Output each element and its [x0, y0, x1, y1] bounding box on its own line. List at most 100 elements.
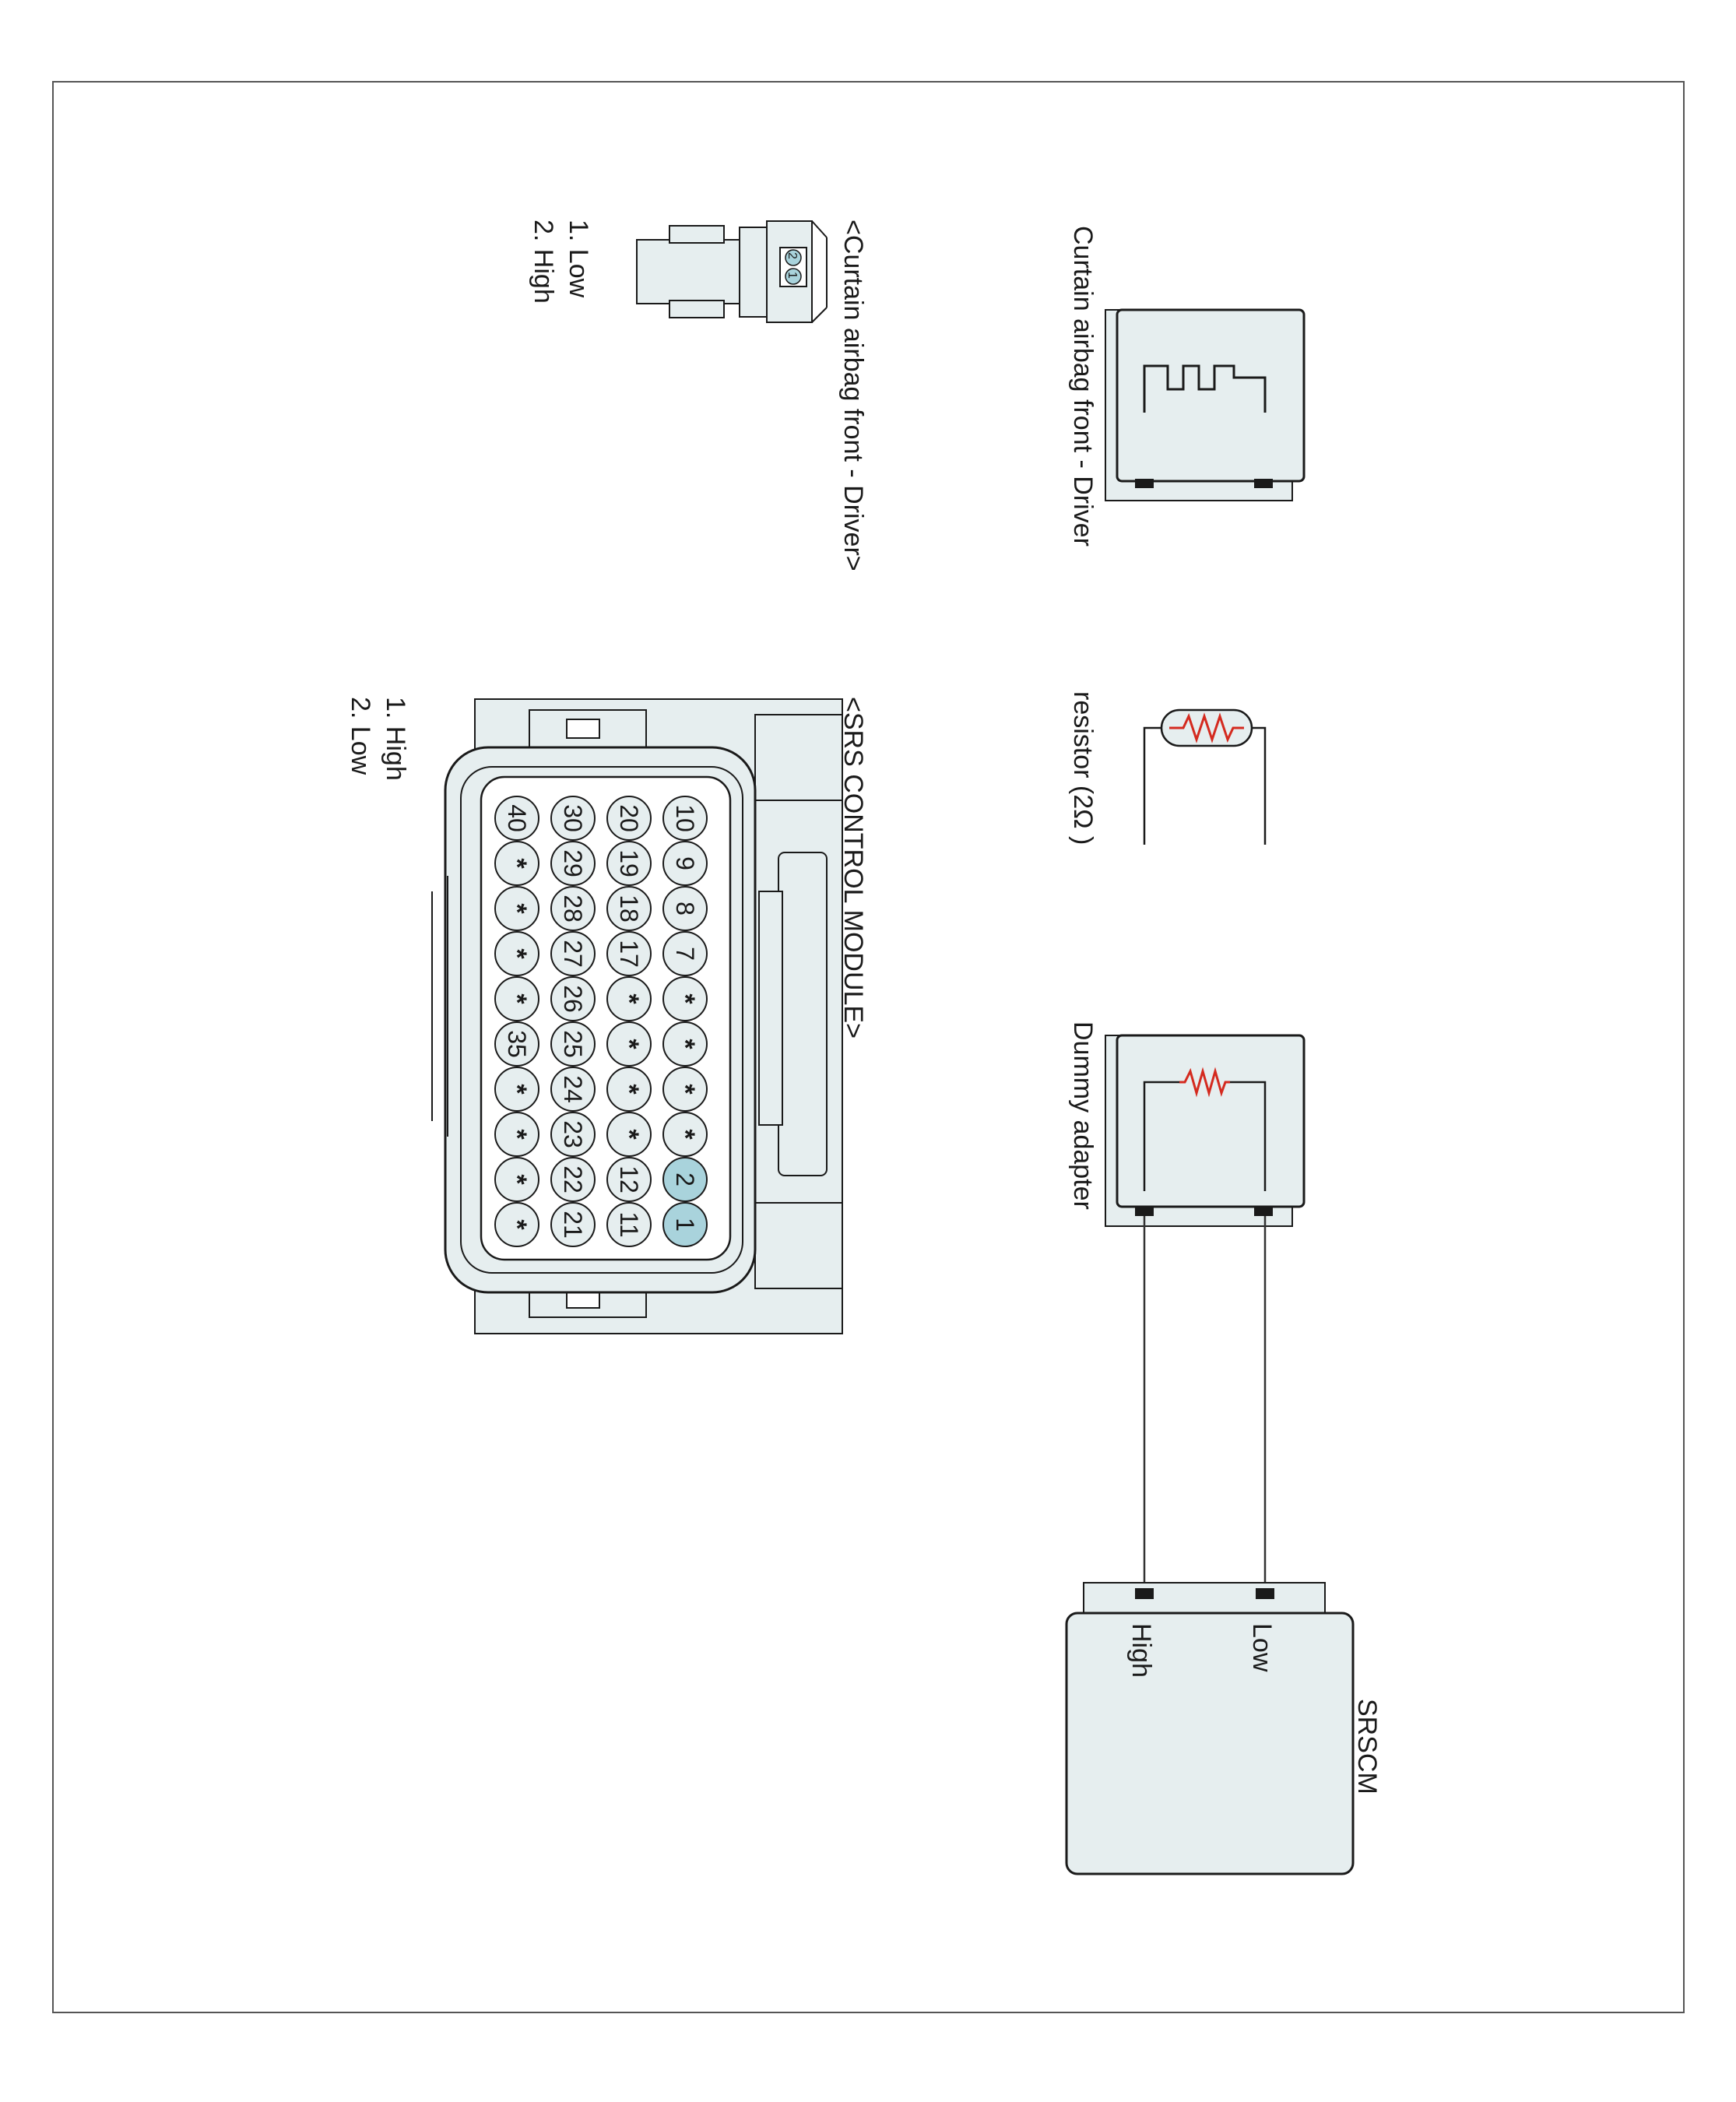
srs-pin: [606, 976, 652, 1021]
srs-pin-number: 9: [671, 856, 699, 870]
resistor-component: [1143, 708, 1267, 845]
dummy-adapter-zigzag-icon: [1179, 1067, 1230, 1098]
srs-pin1-legend: 1. High: [381, 697, 410, 781]
dummy-adapter-label: Dummy adapter: [1068, 1021, 1098, 1210]
srs-pin: [550, 1112, 596, 1157]
srs-pin-number: *: [502, 1084, 532, 1095]
srs-pin-number: 40: [503, 804, 531, 832]
srs-pin-grid: 12****789101112****171819202122232425262…: [494, 796, 708, 1247]
srs-pin: [662, 1112, 708, 1157]
srs-pin-number: 10: [671, 804, 699, 832]
connector-shell: [636, 239, 743, 304]
srs-pin: [606, 1021, 652, 1067]
srs-pin: [662, 841, 708, 886]
dummy-adapter-terminal-high: [1135, 1207, 1154, 1216]
srs-pin: [662, 1202, 708, 1247]
srs-pin: [494, 1112, 539, 1157]
srs-pin-number: 27: [559, 940, 587, 968]
srs-pin: [550, 931, 596, 976]
srs-pin: [550, 976, 596, 1021]
srs-pin: [606, 1067, 652, 1112]
srs-pin-number: 25: [559, 1030, 587, 1058]
srs-pin-number: *: [614, 1039, 644, 1049]
srs-pin-number: *: [614, 993, 644, 1004]
srs-pin: [606, 1202, 652, 1247]
srs-pin: [662, 1157, 708, 1202]
srs-pin: [606, 1157, 652, 1202]
srs-pin-number: 35: [503, 1030, 531, 1058]
srs-control-module-connector-face: 12****789101112****171819202122232425262…: [431, 698, 843, 1334]
srs-connector-lock-inner: [758, 891, 783, 1126]
srs-pin: [606, 841, 652, 886]
srs-pin: [662, 976, 708, 1021]
srs-pin-number: *: [502, 948, 532, 959]
srs-pin-number: 1: [671, 1218, 699, 1232]
srs-pin2-legend: 2. Low: [346, 697, 375, 775]
srs-pin-number: *: [670, 1084, 700, 1095]
srs-pin: [550, 1067, 596, 1112]
curtain-airbag-terminal-low: [1254, 479, 1273, 488]
srs-pin-number: 18: [615, 895, 643, 923]
srscm-label: SRSCM: [1352, 1699, 1382, 1794]
srs-pin-number: *: [614, 1084, 644, 1095]
srs-pin: [550, 1202, 596, 1247]
srs-pin-number: 26: [559, 985, 587, 1013]
srs-pin-number: *: [502, 858, 532, 869]
srs-pin: [494, 1157, 539, 1202]
srs-pin-number: *: [502, 1219, 532, 1230]
srs-pin: [550, 886, 596, 931]
srs-pin-number: *: [502, 993, 532, 1004]
srs-pin-number: 12: [615, 1165, 643, 1193]
connector-pin: [785, 268, 802, 285]
srs-pin-number: 28: [559, 895, 587, 923]
srs-connector-clip-key: [566, 719, 600, 739]
resistor-lead: [1143, 726, 1164, 845]
srs-connector-side-rib: [754, 1202, 843, 1289]
srs-pin: [662, 1067, 708, 1112]
srscm-component: [1065, 1582, 1355, 1875]
srs-connector-side-rib: [754, 714, 843, 801]
srscm-terminal-low: [1256, 1588, 1274, 1599]
squib-element-icon: [1143, 364, 1267, 413]
srscm-low-label: Low: [1247, 1623, 1277, 1672]
srs-pin-number: 30: [559, 804, 587, 832]
dummy-adapter-component: [1105, 1034, 1306, 1227]
connector-latch: [669, 300, 725, 318]
srscm-high-label: High: [1126, 1623, 1156, 1678]
srs-pin-number: 7: [671, 947, 699, 961]
connector-latch: [669, 225, 725, 244]
page-frame: [52, 81, 1685, 2013]
srs-connector-title: <SRS CONTROL MODULE>: [838, 697, 868, 1039]
srs-pin-number: 22: [559, 1165, 587, 1193]
srs-pin-number: 23: [559, 1120, 587, 1148]
srs-pin-number: *: [670, 993, 700, 1004]
srs-pin-number: 17: [615, 940, 643, 968]
srs-pin: [606, 796, 652, 841]
curtain-airbag-component: [1105, 308, 1306, 501]
srs-pin-number: 11: [615, 1211, 643, 1237]
dummy-adapter-terminal-low: [1254, 1207, 1273, 1216]
srs-pin-number: *: [670, 1129, 700, 1140]
srs-pin: [550, 841, 596, 886]
srs-pin-number: *: [502, 1174, 532, 1185]
curtain-pin2-legend: 2. High: [529, 220, 558, 304]
srs-pin-number: 2: [671, 1172, 699, 1186]
srs-pin: [606, 886, 652, 931]
srs-pin: [550, 1157, 596, 1202]
srs-pin-number: *: [670, 1039, 700, 1049]
srs-pin: [494, 931, 539, 976]
resistor-lead: [1249, 726, 1267, 845]
srs-pin-number: 19: [615, 849, 643, 877]
srs-pin: [550, 796, 596, 841]
curtain-pin1-legend: 1. Low: [564, 220, 593, 298]
srs-pin-number: 8: [671, 902, 699, 916]
srs-pin: [494, 841, 539, 886]
curtain-airbag-connector-face: 2 1: [636, 220, 828, 323]
dummy-adapter-resistor-loop: [1143, 1081, 1179, 1191]
srs-pin-number: 24: [559, 1075, 587, 1103]
srs-pin: [494, 796, 539, 841]
curtain-airbag-label: Curtain airbag front - Driver: [1068, 226, 1098, 547]
resistor-zigzag-icon: [1169, 712, 1244, 743]
srscm-body: [1065, 1612, 1355, 1875]
